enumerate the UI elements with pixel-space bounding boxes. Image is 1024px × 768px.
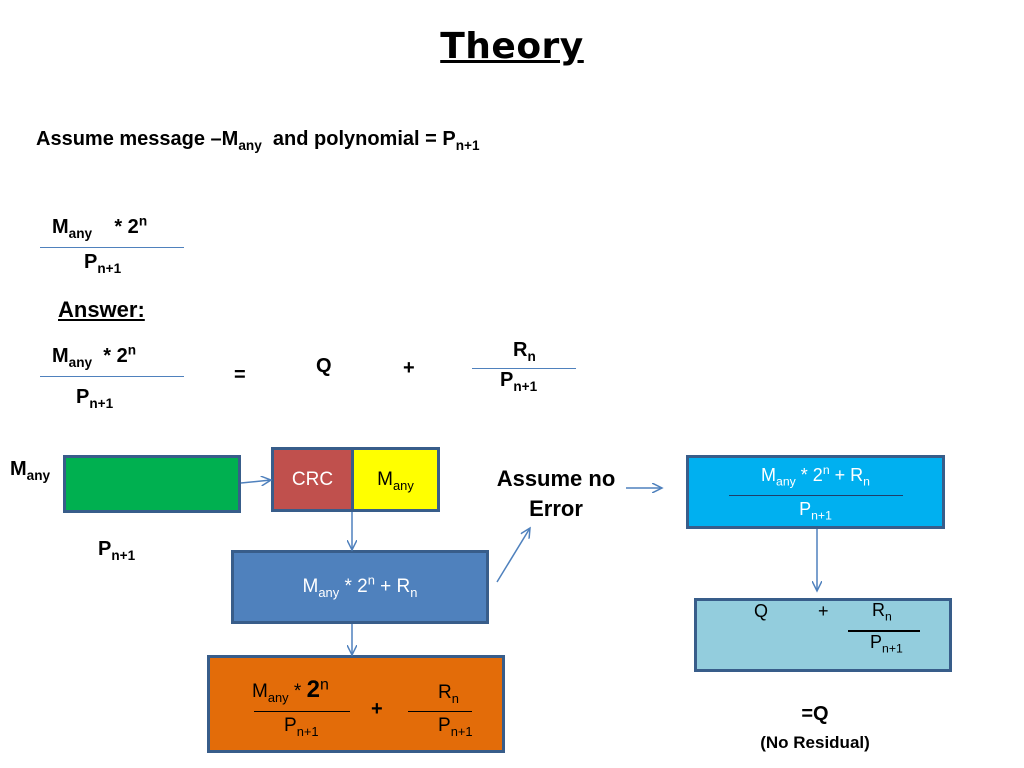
split-num1: Many * 2n: [252, 676, 329, 705]
answer-label: Answer:: [58, 297, 145, 322]
fraction1-numerator: Many * 2n: [52, 213, 148, 241]
message-label: Many: [10, 458, 51, 483]
result-denominator: Pn+1: [870, 632, 903, 656]
arrow-transmitted-to-assume: [496, 528, 530, 583]
result-bar: [848, 630, 920, 632]
answer-lhs-numerator: Many * 2n: [52, 342, 137, 370]
split-bar2: [408, 711, 472, 712]
receiver-numerator: Many * 2n + Rn: [761, 463, 870, 489]
receiver-box: [686, 455, 945, 529]
message-block: [63, 455, 241, 513]
result-quotient: Q: [754, 601, 769, 621]
fraction1-denominator: Pn+1: [84, 251, 122, 276]
split-den1: Pn+1: [284, 715, 319, 739]
split-num2: Rn: [438, 682, 459, 706]
result-remainder: Rn: [872, 600, 892, 624]
answer-lhs-denominator: Pn+1: [76, 386, 114, 411]
split-plus: +: [371, 698, 383, 720]
split-bar1: [254, 711, 350, 712]
polynomial-label: Pn+1: [98, 538, 136, 563]
answer-plus: +: [403, 357, 415, 379]
final-quotient: =Q: [801, 703, 829, 725]
answer-rhs-denominator: Pn+1: [500, 369, 538, 394]
assume-no-error-text: Assume no Error: [496, 466, 616, 521]
result-box: [694, 598, 952, 672]
receiver-denominator: Pn+1: [799, 499, 832, 523]
fraction1-bar: [40, 247, 184, 248]
answer-lhs-bar: [40, 376, 184, 377]
answer-quotient: Q: [316, 355, 332, 377]
page-title: Theory: [440, 26, 584, 67]
crc-label: CRC: [291, 468, 334, 490]
transmitted-box: Many * 2n + Rn: [231, 550, 489, 624]
frame-message-block: Many: [351, 447, 440, 512]
answer-equals: =: [234, 364, 246, 386]
arrow-message-to-frame: [240, 480, 271, 483]
transmitted-expression: Many * 2n + Rn: [302, 572, 418, 600]
receiver-bar: [729, 495, 903, 496]
frame-message-label: Many: [377, 468, 414, 493]
split-den2: Pn+1: [438, 715, 473, 739]
answer-rhs-numerator: Rn: [513, 339, 536, 364]
final-note: (No Residual): [760, 733, 870, 752]
result-plus: +: [818, 601, 829, 621]
answer-rhs-bar: [472, 368, 576, 369]
assumption-text: Assume message –Many and polynomial = Pn…: [36, 128, 480, 153]
